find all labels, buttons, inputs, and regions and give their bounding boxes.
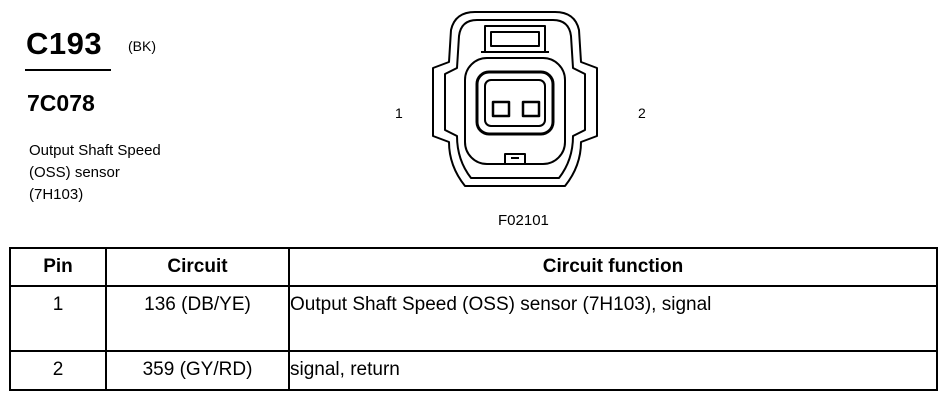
cell-pin: 2 bbox=[9, 350, 107, 391]
connector-id: C193 bbox=[26, 26, 103, 61]
connector-face-drawing bbox=[432, 11, 598, 187]
pinout-table: Pin Circuit Circuit function 1 136 (DB/Y… bbox=[9, 247, 938, 391]
connector-key bbox=[504, 153, 526, 164]
cell-circuit: 136 (DB/YE) bbox=[105, 285, 290, 352]
connector-description: Output Shaft Speed (OSS) sensor (7H103) bbox=[29, 140, 161, 206]
connector-color-code: (BK) bbox=[128, 38, 156, 54]
table-row: 1 136 (DB/YE) Output Shaft Speed (OSS) s… bbox=[9, 285, 938, 352]
pin-cavity-outer bbox=[475, 70, 555, 136]
connector-inner-shell bbox=[444, 19, 586, 179]
diagram-pin-label-1: 1 bbox=[395, 105, 403, 121]
cell-function: signal, return bbox=[288, 350, 938, 391]
header-circuit-function: Circuit function bbox=[288, 247, 938, 287]
cell-function: Output Shaft Speed (OSS) sensor (7H103),… bbox=[288, 285, 938, 352]
connector-housing bbox=[464, 57, 566, 165]
description-line: (7H103) bbox=[29, 186, 84, 203]
header-pin: Pin bbox=[9, 247, 107, 287]
cell-pin: 1 bbox=[9, 285, 107, 352]
cell-circuit: 359 (GY/RD) bbox=[105, 350, 290, 391]
table-row: 2 359 (GY/RD) signal, return bbox=[9, 350, 938, 391]
terminal-pin-2 bbox=[521, 100, 541, 118]
figure-id: F02101 bbox=[498, 212, 549, 229]
header-circuit: Circuit bbox=[105, 247, 290, 287]
connector-outer-shell bbox=[432, 11, 598, 187]
connector-lock-tab bbox=[484, 25, 546, 53]
table-header-row: Pin Circuit Circuit function bbox=[9, 247, 938, 287]
pin-cavity-inner bbox=[484, 79, 546, 127]
title-underline bbox=[25, 69, 111, 71]
connector-lock-tab-inner bbox=[490, 31, 540, 47]
diagram-pin-label-2: 2 bbox=[638, 105, 646, 121]
part-number: 7C078 bbox=[27, 90, 95, 116]
description-line: (OSS) sensor bbox=[29, 164, 120, 181]
description-line: Output Shaft Speed bbox=[29, 142, 161, 159]
terminal-pin-1 bbox=[491, 100, 511, 118]
